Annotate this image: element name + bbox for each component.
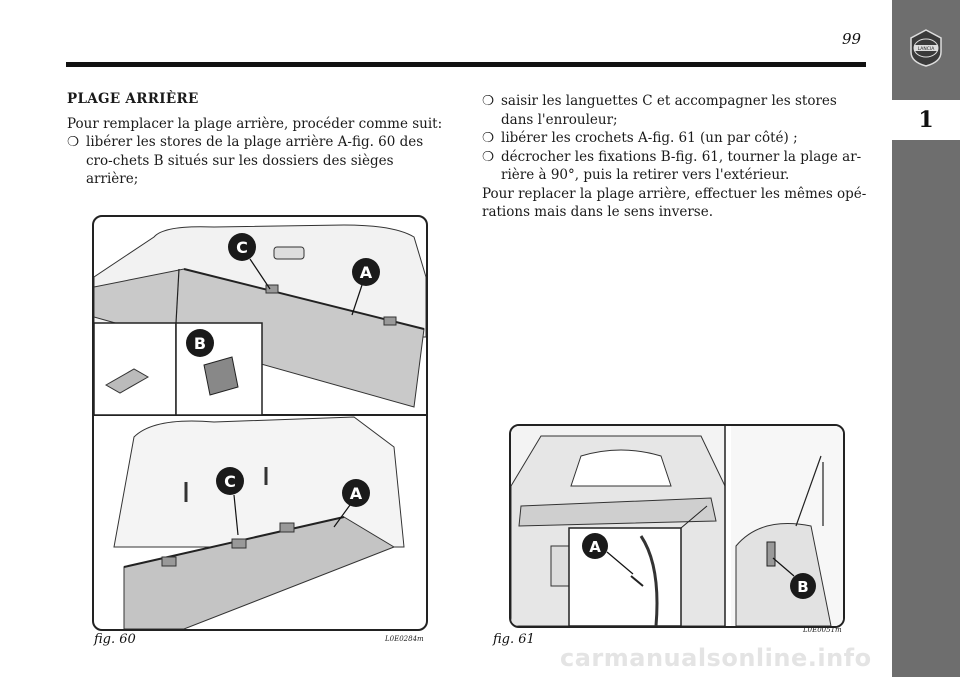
chapter-sidebar: LANCIA 1 <box>892 0 960 677</box>
svg-text:A: A <box>589 538 601 556</box>
figure-61-code: L0E0051m <box>803 626 842 634</box>
svg-text:B: B <box>194 334 206 353</box>
figure-61: A B <box>509 424 845 628</box>
svg-text:A: A <box>350 484 363 503</box>
figure-60-illustration: C A B C A <box>94 224 426 629</box>
bullet-item: ❍ libérer les crochets A-fig. 61 (un par… <box>482 129 867 148</box>
left-column: PLAGE ARRIÈRE Pour remplacer la plage ar… <box>67 90 447 189</box>
bullet-icon: ❍ <box>67 134 80 150</box>
chapter-number: 1 <box>892 100 960 140</box>
label-c-upper: C <box>228 233 271 290</box>
bullet-icon: ❍ <box>482 93 495 109</box>
bullet-icon: ❍ <box>482 148 495 165</box>
bullet-text: saisir les languettes C et accompagner l… <box>501 93 837 128</box>
label-c-lower: C <box>216 467 244 536</box>
figure-61-caption: fig. 61 <box>493 632 535 647</box>
sidebar-logo-area: LANCIA <box>892 0 960 98</box>
section-heading: PLAGE ARRIÈRE <box>67 91 199 107</box>
intro-paragraph: Pour remplacer la plage arrière, procéde… <box>67 115 443 132</box>
figure-60-caption: fig. 60 <box>94 632 136 647</box>
bullet-item: ❍ libérer les stores de la plage arrière… <box>67 133 447 189</box>
bullet-item: ❍ saisir les languettes C et accompagner… <box>482 92 867 129</box>
label-a-upper: A <box>351 258 380 316</box>
label-a-lower: A <box>333 479 370 528</box>
bullet-text: libérer les crochets A-fig. 61 (un par c… <box>501 130 798 146</box>
bullet-text: décrocher les fixations B-fig. 61, tourn… <box>501 148 862 184</box>
header-rule <box>66 62 866 67</box>
bullet-text: libérer les stores de la plage arrière A… <box>86 134 424 187</box>
svg-text:A: A <box>360 263 373 282</box>
label-b-fig61: B <box>772 557 816 599</box>
svg-text:B: B <box>797 578 808 596</box>
page-number: 99 <box>842 30 862 48</box>
svg-text:C: C <box>224 472 236 491</box>
label-a-fig61: A <box>582 533 634 575</box>
figure-61-illustration: A B <box>511 426 843 626</box>
lancia-logo-icon: LANCIA <box>910 29 942 67</box>
right-column: ❍ saisir les languettes C et accompagner… <box>482 92 867 222</box>
label-b: B <box>186 329 214 357</box>
watermark: carmanualsonline.info <box>560 644 872 672</box>
svg-text:C: C <box>236 238 248 257</box>
bullet-icon: ❍ <box>482 130 495 146</box>
figure-60: C A B C A <box>92 215 428 631</box>
svg-text:LANCIA: LANCIA <box>918 46 936 52</box>
bullet-item: ❍ décrocher les fixations B-fig. 61, tou… <box>482 148 867 185</box>
outro-paragraph: Pour replacer la plage arrière, effectue… <box>482 185 867 221</box>
figure-60-code: L0E0284m <box>385 635 424 643</box>
